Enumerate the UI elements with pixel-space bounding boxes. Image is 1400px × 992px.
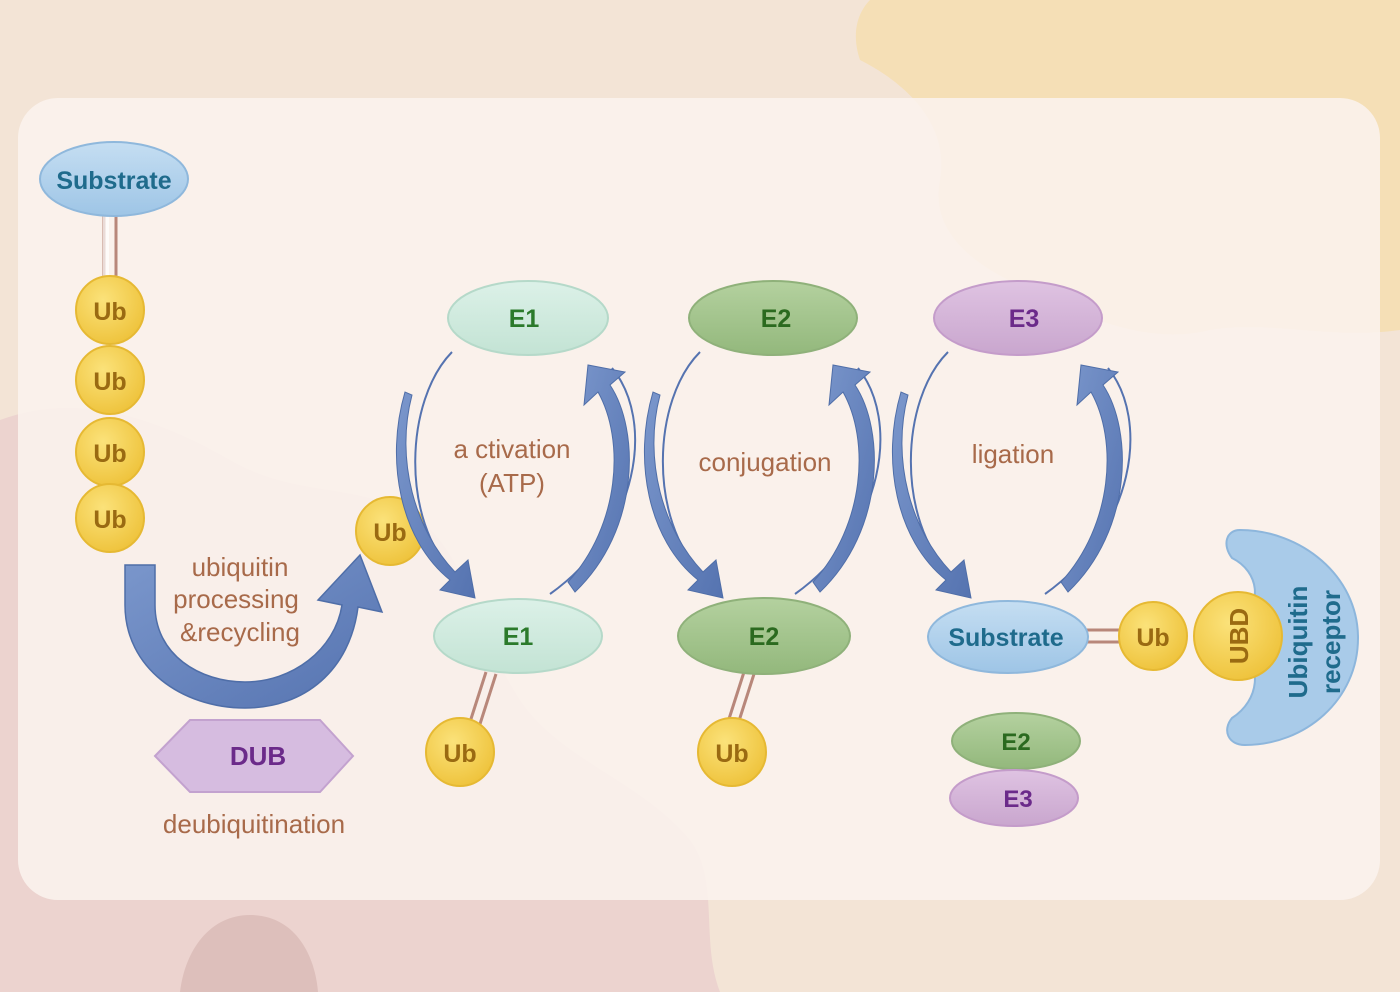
e3-top-ellipse: [933, 280, 1103, 356]
e1-bottom-ellipse: [433, 598, 603, 674]
substrate-top-ellipse: [39, 141, 189, 217]
recycling-caption-3: &recycling: [180, 617, 300, 647]
ubd-label: UBD: [1224, 608, 1254, 664]
e2-top-label: E2: [761, 305, 792, 333]
e3-ligation-cycle: E3 ligation Substrate E2 E3: [891, 280, 1132, 827]
ub-substrate: [1118, 601, 1188, 671]
e3-top-label: E3: [1009, 305, 1040, 333]
ub-substrate-label: Ub: [1136, 624, 1169, 652]
ub-e2: [697, 717, 767, 787]
activation-caption-2: (ATP): [479, 468, 545, 498]
substrate-bottom-label: Substrate: [948, 624, 1063, 652]
e1-bottom-label: E1: [503, 623, 534, 651]
ub-chain-2-label: Ub: [93, 368, 126, 396]
ub-chain-3-label: Ub: [93, 440, 126, 468]
receptor-label-2: receptor: [1316, 590, 1346, 694]
e3-complex-label: E3: [1003, 786, 1032, 813]
ub-chain-4-label: Ub: [93, 506, 126, 534]
e1-top-ellipse: [447, 280, 609, 356]
ubd-circle: [1193, 591, 1283, 681]
polyubiquitin-chain: Substrate Ub Ub Ub Ub: [39, 141, 189, 553]
deubiquitination-caption: deubiquitination: [163, 809, 345, 839]
e2-bottom-ellipse: [677, 597, 851, 675]
recycling-arrow: [124, 553, 384, 709]
e2-top-ellipse: [688, 280, 858, 356]
ub-chain-2: [75, 345, 145, 415]
e2-conjugation-cycle: E2 conjugation E2 Ub: [643, 280, 882, 787]
ligation-caption: ligation: [972, 439, 1054, 469]
e3-complex-ellipse: [949, 769, 1079, 827]
receptor-label-1: Ubiquitin: [1283, 586, 1313, 699]
dub-label: DUB: [230, 741, 286, 771]
e1-activation-cycle: E1 a ctivation (ATP) E1 Ub: [395, 280, 637, 787]
ub-chain-1: [75, 275, 145, 345]
ub-chain-1-label: Ub: [93, 298, 126, 326]
recycling-caption-2: processing: [173, 584, 299, 614]
e2-complex-ellipse: [951, 712, 1081, 770]
ub-free-label: Ub: [373, 519, 406, 547]
ubiquitin-receptor: UBD Ubiquitin receptor Ub: [1118, 528, 1360, 747]
recycling-caption-1: ubiquitin: [192, 552, 289, 582]
conjugation-caption: conjugation: [699, 447, 832, 477]
substrate-bottom-ellipse: [927, 600, 1089, 674]
e2-complex-label: E2: [1001, 729, 1030, 756]
ub-e2-label: Ub: [715, 740, 748, 768]
ub-chain-4: [75, 483, 145, 553]
activation-caption-1: a ctivation: [453, 434, 570, 464]
receptor-shape: [1225, 528, 1360, 747]
ub-e1: [425, 717, 495, 787]
e2-bottom-label: E2: [749, 623, 780, 651]
dub-hexagon: [153, 719, 355, 793]
ub-e1-label: Ub: [443, 740, 476, 768]
substrate-top-label: Substrate: [56, 167, 171, 195]
e1-top-label: E1: [509, 305, 540, 333]
